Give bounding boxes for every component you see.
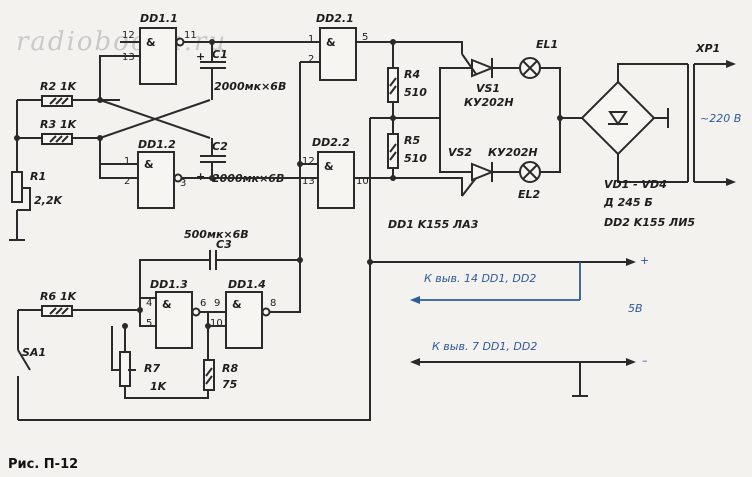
gate-dd1-2-pin-out: 3: [180, 178, 186, 189]
resistor-r4-label: R4: [404, 68, 420, 81]
resistor-r5-label: R5: [404, 134, 420, 147]
power-plus-line: К выв. 14 DD1, DD2 +: [410, 254, 649, 304]
gate-dd1-4-label: DD1.4: [228, 278, 266, 291]
diode-bridge: [580, 80, 669, 156]
gate-dd1-2-symbol: &: [144, 158, 154, 171]
capacitor-c3: C3 500мк×6В: [184, 228, 249, 270]
gate-dd2-2-pin-in2: 13: [302, 176, 315, 187]
gate-dd2-2-pin-out: 10: [356, 176, 369, 187]
capacitor-c2-label: C2: [212, 140, 228, 153]
wiring: [14, 39, 736, 421]
gate-dd1-2-pin-in2: 2: [124, 176, 130, 187]
note-vd-type: Д 245 Б: [603, 196, 653, 209]
thyristor-vs1: VS1 КУ202Н: [461, 53, 514, 109]
thyristor-vs1-label: VS1: [476, 82, 500, 95]
resistor-r6: R6 1K: [40, 290, 78, 317]
gate-dd2-2-pin-in1: 12: [302, 156, 315, 167]
resistor-r8-label: R8: [222, 362, 238, 375]
capacitor-c3-label: C3: [216, 238, 232, 251]
gate-dd2-1: DD2.1 & 1 2 5: [308, 12, 368, 81]
gate-dd1-3-symbol: &: [162, 298, 172, 311]
gate-dd2-2-symbol: &: [324, 160, 334, 173]
thyristor-vs2: VS2 КУ202Н: [448, 146, 538, 197]
potentiometer-r7-value: 1K: [150, 380, 168, 393]
thyristor-vs2-type: КУ202Н: [488, 146, 538, 159]
minus-label: –: [642, 354, 648, 367]
resistor-r6-label: R6 1K: [40, 290, 78, 303]
lamp-el2-label: EL2: [518, 188, 541, 201]
gate-dd2-1-pin-out: 5: [362, 32, 368, 43]
resistor-r3: R3 1K: [40, 118, 78, 145]
svg-text:+: +: [196, 170, 205, 183]
resistor-r2-label: R2 1K: [40, 80, 78, 93]
thyristor-vs1-type: КУ202Н: [464, 96, 514, 109]
lamp-el2: EL2: [518, 161, 541, 201]
note-vd-range: VD1 - VD4: [604, 178, 667, 191]
gate-dd1-3: DD1.3 & 4 5 6: [146, 278, 206, 349]
gate-dd1-4-symbol: &: [232, 298, 242, 311]
gate-dd1-3-pin-in2: 5: [146, 318, 152, 329]
resistor-r5-value: 510: [404, 152, 427, 165]
gate-dd1-3-pin-out: 6: [200, 298, 206, 309]
gate-dd2-1-pin-in2: 2: [308, 54, 314, 65]
gate-dd1-2-pin-in1: 1: [124, 156, 130, 167]
gate-dd1-1-pin-in2: 13: [122, 52, 135, 63]
gate-dd2-1-symbol: &: [326, 36, 336, 49]
gate-dd1-4-pin-out: 8: [270, 298, 276, 309]
mains-plug-xp1-label: XP1: [695, 42, 720, 55]
lamp-el1-label: EL1: [536, 38, 558, 51]
note-dd2-type: DD2 K155 ЛИ5: [604, 216, 695, 229]
mains-plug-xp1: XP1 ~220 В: [687, 42, 741, 182]
potentiometer-r1-label: R1: [30, 170, 46, 183]
voltage-label: 5В: [628, 302, 643, 315]
gate-dd1-4-pin-in1: 9: [214, 298, 220, 309]
gate-dd1-2-label: DD1.2: [138, 138, 176, 151]
capacitor-c3-value: 500мк×6В: [184, 228, 249, 241]
gate-dd1-1-pin-in1: 12: [122, 30, 135, 41]
ground-r1: [9, 210, 25, 241]
lamp-el1: EL1: [519, 38, 558, 79]
capacitor-c1-value: 2000мк×6В: [214, 80, 286, 93]
svg-text:+: +: [196, 50, 205, 63]
gate-dd1-3-pin-in1: 4: [146, 298, 152, 309]
resistor-r4: R4 510: [387, 67, 427, 103]
gate-dd1-2: DD1.2 & 1 2 3: [124, 138, 186, 209]
resistor-r8-value: 75: [222, 378, 238, 391]
gate-dd1-1-symbol: &: [146, 36, 156, 49]
gate-dd1-4: DD1.4 & 9 10 8: [210, 278, 276, 349]
gate-dd1-3-label: DD1.3: [150, 278, 188, 291]
gate-dd2-1-label: DD2.1: [316, 12, 354, 25]
note-pin7: К выв. 7 DD1, DD2: [432, 340, 537, 353]
gate-dd1-4-pin-in2: 10: [210, 318, 223, 329]
potentiometer-r1: R1 2,2K: [11, 170, 63, 211]
capacitor-c1-label: C1: [212, 48, 228, 61]
gate-dd2-1-pin-in1: 1: [308, 34, 314, 45]
plus-label: +: [640, 254, 649, 267]
figure-caption: Рис. П-12: [8, 457, 78, 472]
gate-dd2-2: DD2.2 & 12 13 10: [302, 136, 369, 209]
switch-sa1: SA1: [17, 318, 46, 420]
resistor-r4-value: 510: [404, 86, 427, 99]
switch-sa1-label: SA1: [22, 346, 46, 359]
power-minus-line: К выв. 7 DD1, DD2 –: [410, 340, 648, 397]
potentiometer-r1-value: 2,2K: [34, 194, 63, 207]
gate-dd1-1-label: DD1.1: [140, 12, 178, 25]
thyristor-vs2-label: VS2: [448, 146, 472, 159]
resistor-r8: R8 75: [203, 359, 238, 391]
note-dd1-type: DD1 K155 ЛА3: [388, 218, 479, 231]
resistor-r3-label: R3 1K: [40, 118, 78, 131]
potentiometer-r7: R7 1K: [119, 351, 168, 393]
resistor-r2: R2 1K: [40, 80, 78, 107]
note-pin14: К выв. 14 DD1, DD2: [424, 272, 536, 285]
gate-dd2-2-label: DD2.2: [312, 136, 350, 149]
mains-voltage-label: ~220 В: [700, 112, 741, 125]
resistor-r5: R5 510: [387, 133, 427, 169]
potentiometer-r7-label: R7: [144, 362, 160, 375]
gate-dd1-1-pin-out: 11: [184, 30, 197, 41]
gate-dd1-1: DD1.1 & 12 13 11: [122, 12, 197, 85]
